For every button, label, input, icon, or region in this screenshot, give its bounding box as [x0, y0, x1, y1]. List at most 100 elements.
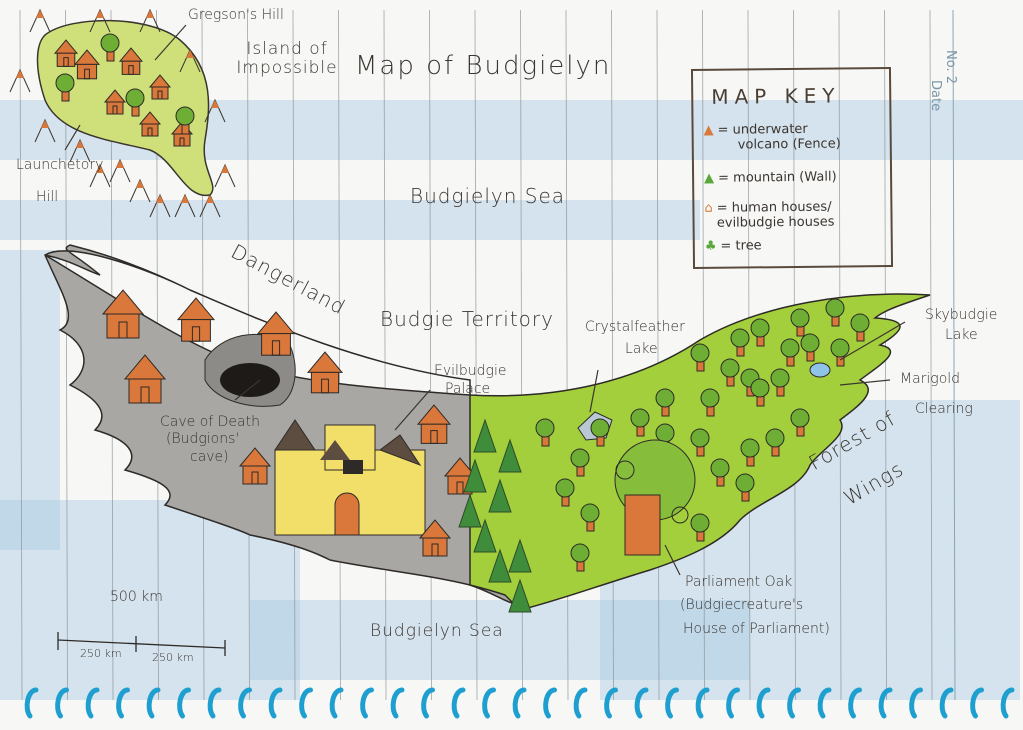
spiral-ring: [1000, 687, 1015, 719]
volcano-icon: [179, 48, 201, 73]
spiral-ring: [238, 687, 252, 719]
house-door: [271, 340, 281, 356]
volcano-lava: [206, 195, 214, 203]
house-wall: [420, 423, 448, 444]
label-evilbudgie: Evilbudgie: [434, 363, 507, 379]
house-roof: [256, 311, 296, 335]
key-house-text: = human houses/: [716, 199, 832, 216]
house-icon: [176, 297, 216, 342]
sea-stroke: [0, 200, 700, 240]
tree-icon: [790, 408, 810, 437]
tree-icon: [765, 428, 785, 457]
tree-crown: [655, 423, 675, 443]
volcano-icon: [129, 178, 151, 203]
tree-icon: [590, 418, 610, 447]
volcano-icon: [109, 158, 131, 183]
spiral-ring: [543, 687, 557, 719]
pine-tree-icon: [473, 518, 497, 553]
label-palace: Palace: [445, 381, 491, 397]
tree-icon: [100, 33, 120, 62]
label-cave-sub2: cave): [190, 449, 229, 465]
label-skybudgie: Skybudgie: [925, 307, 998, 323]
house-door: [321, 378, 329, 394]
rule-line: [19, 9, 23, 701]
pine-tree-icon: [498, 438, 522, 473]
house-door: [456, 481, 464, 495]
spiral-ring: [116, 687, 130, 719]
rule-line: [929, 9, 933, 701]
tree-crown: [740, 438, 760, 458]
house-icon: [418, 519, 452, 557]
rule-line: [338, 9, 341, 701]
spiral-ring: [726, 687, 740, 719]
tree-icon: [570, 543, 590, 572]
tree-crown: [655, 388, 675, 408]
notebook-header: No. 2 Date: [928, 50, 958, 115]
tree-icon: [800, 333, 820, 362]
spiral-ring: [24, 687, 39, 719]
tree-crown: [690, 513, 710, 533]
pine-tree-icon: [488, 478, 512, 513]
spiral-ring: [390, 687, 405, 719]
label-cave-of-death: Cave of Death: [160, 414, 260, 430]
spiral-ring: [360, 687, 374, 719]
house-door: [118, 321, 128, 339]
tree-icon: ♣: [704, 238, 717, 254]
tree-icon: [850, 313, 870, 342]
spiral-binding: [24, 687, 1015, 719]
house-wall: [141, 123, 159, 137]
rule-line: [656, 9, 660, 701]
tree-icon: [125, 88, 145, 117]
sea-wash: [0, 100, 1023, 700]
tree-crown: [535, 418, 555, 438]
volcano-icon: [139, 8, 161, 33]
spiral-ring: [665, 687, 679, 719]
key-tree-text: = tree: [720, 238, 762, 254]
mountain-icon: ▲: [704, 170, 715, 186]
tree-crown: [570, 543, 590, 563]
tree-crown: [790, 408, 810, 428]
spiral-ring: [421, 687, 435, 719]
tree-crown: [630, 408, 650, 428]
spiral-ring: [634, 687, 649, 719]
pine-tree-icon: [508, 538, 532, 573]
label-gregsons-hill: Gregson's Hill: [188, 7, 284, 23]
pine-trees-layer: [458, 418, 532, 613]
label-parliament-oak: Parliament Oak: [685, 574, 793, 590]
pine-tree-icon: [488, 548, 512, 583]
pine-tree-icon: [463, 458, 487, 493]
label-leader-lines: [64, 24, 906, 576]
tree-crown: [55, 73, 75, 93]
house-door: [179, 137, 185, 147]
spiral-ring: [817, 687, 832, 719]
tree-icon: [580, 503, 600, 532]
house-wall: [310, 371, 340, 394]
house-icon: [118, 47, 144, 75]
house-door: [431, 543, 439, 557]
rule-line: [383, 9, 387, 701]
tree-icon: [175, 106, 195, 135]
tree-crown: [770, 368, 790, 388]
house-icon: [306, 351, 344, 394]
volcano-lava: [76, 140, 84, 148]
map-key-title: MAP KEY: [711, 83, 841, 109]
label-parliament-sub2: House of Parliament): [683, 621, 830, 637]
tree-icon: [825, 298, 845, 327]
volcano-icon: [89, 163, 111, 188]
tree-crown: [730, 328, 750, 348]
volcano-icon: [9, 68, 31, 93]
tree-icon: [655, 388, 675, 417]
volcano-icon: ▲: [703, 122, 714, 138]
key-volcano-text: = underwater: [717, 121, 808, 138]
scale-bar: [57, 632, 226, 656]
house-icon: [238, 447, 272, 485]
label-clearing: Clearing: [915, 401, 973, 417]
key-item-mountain: ▲ = mountain (Wall): [704, 170, 837, 186]
house-roof: [306, 351, 344, 373]
scale-left-label: 250 km: [80, 647, 122, 660]
volcano-icon: [29, 8, 51, 33]
spiral-ring: [909, 687, 923, 719]
spiral-ring: [878, 687, 893, 719]
tree-icon: [700, 388, 720, 417]
tree-crown: [690, 343, 710, 363]
